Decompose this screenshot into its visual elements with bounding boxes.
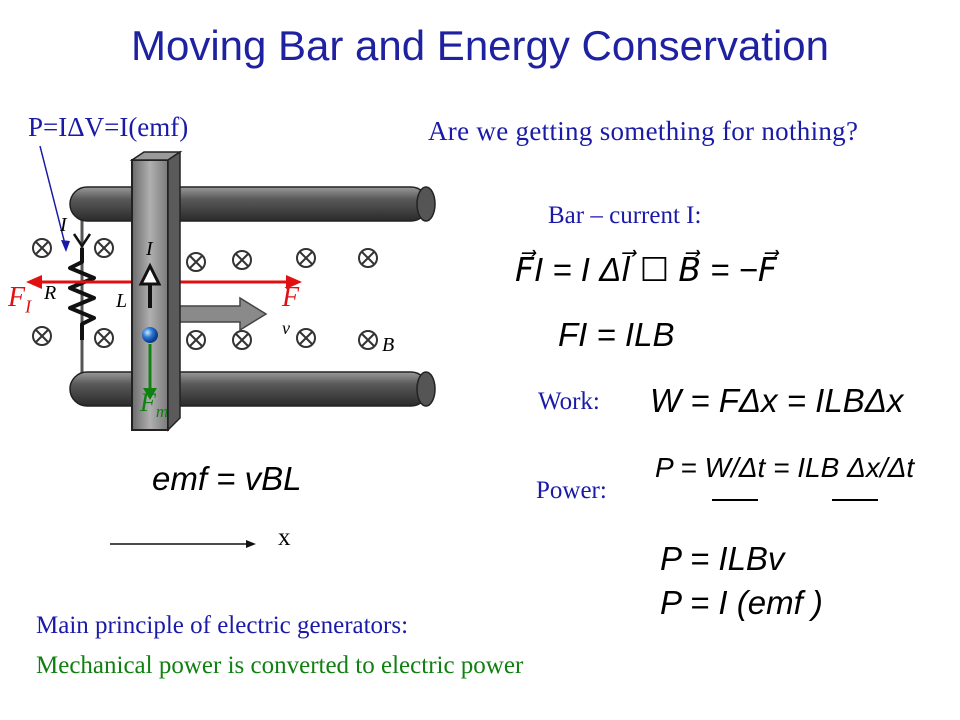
pointer-line xyxy=(39,145,67,249)
label-I-top: I xyxy=(60,214,67,236)
bottom-rail xyxy=(69,371,436,407)
question-text: Are we getting something for nothing? xyxy=(428,116,859,146)
top-rail xyxy=(69,186,436,222)
force-vector-equation: F⃗I = I Δl⃗ ☐ B⃗ = −F⃗ xyxy=(515,251,777,288)
resistor xyxy=(68,248,96,340)
force-F-label: F xyxy=(282,282,300,313)
force-I-label: FI xyxy=(8,282,32,317)
bar-current-label: Bar – current I: xyxy=(548,202,702,229)
power-relation-label: P=IΔV=I(emf) xyxy=(28,112,189,142)
emf-equation: emf = vBL xyxy=(152,460,302,497)
label-B: B xyxy=(382,334,395,356)
work-equation: W = FΔx = ILBΔx xyxy=(650,382,904,419)
power-label: Power: xyxy=(536,477,607,504)
label-L: L xyxy=(116,290,128,312)
force-I-arrowhead xyxy=(26,275,42,289)
power-fraction-equation: P = W/Δt = ILB Δx/Δt xyxy=(655,452,915,483)
work-label: Work: xyxy=(538,388,600,415)
force-m-label: Fm xyxy=(140,388,169,422)
power-emf-equation: P = I (emf ) xyxy=(660,584,823,621)
velocity-arrow xyxy=(171,296,268,332)
label-R: R xyxy=(44,282,57,304)
force-magnitude-equation: FI = ILB xyxy=(558,316,675,353)
power-velocity-equation: P = ILBv xyxy=(660,540,785,577)
charge-ball xyxy=(142,327,158,343)
principle-text: Main principle of electric generators: xyxy=(36,612,409,639)
label-I-bar: I xyxy=(146,238,153,260)
page-title: Moving Bar and Energy Conservation xyxy=(130,22,830,69)
mechanical-power-text: Mechanical power is converted to electri… xyxy=(36,652,524,679)
label-v: v xyxy=(282,318,290,338)
x-axis-label: x xyxy=(278,524,291,551)
force-F-arrowhead xyxy=(286,275,302,289)
